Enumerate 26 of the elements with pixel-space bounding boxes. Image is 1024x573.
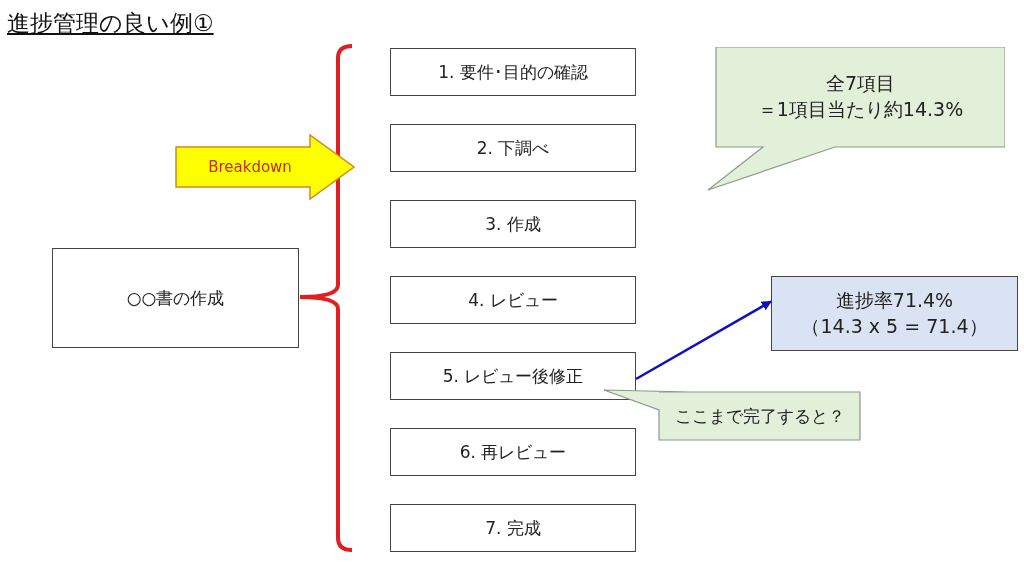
step-box [390, 200, 636, 248]
step-box [390, 504, 636, 552]
box-label: 1. 要件･目的の確認 [438, 60, 588, 84]
callout-text: ここまで完了すると？ [674, 404, 845, 428]
block-arrow [175, 134, 356, 201]
callout-text: 全7項目 [825, 71, 896, 97]
box-label: 4. レビュー [468, 288, 558, 312]
callout-text: ＝1項目当たり約14.3% [757, 97, 964, 122]
box-label: 進捗率71.4% [835, 287, 954, 313]
speech-bubble [706, 47, 1005, 193]
step-box [390, 352, 636, 400]
box-label: 7. 完成 [485, 516, 541, 540]
box-label: 2. 下調べ [476, 136, 550, 160]
step-box [390, 428, 636, 476]
title: 進捗管理の良い例① [7, 9, 214, 38]
box-label: 3. 作成 [485, 212, 541, 236]
box-label: 5. レビュー後修正 [442, 364, 584, 388]
task-box [52, 248, 299, 348]
step-box [390, 276, 636, 324]
arrow-label: Breakdown [208, 156, 292, 178]
box-label: 6. 再レビュー [459, 440, 567, 464]
box-label: （14.3 x 5 = 71.4） [801, 313, 988, 339]
result-box [771, 276, 1018, 351]
step-box [390, 48, 636, 96]
box-label: ○○書の作成 [126, 286, 225, 310]
step-box [390, 124, 636, 172]
